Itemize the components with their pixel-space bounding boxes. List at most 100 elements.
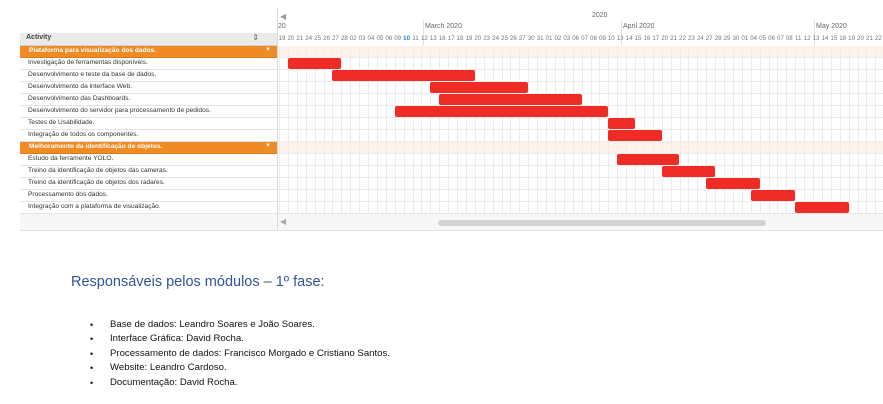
grid-column [457, 46, 458, 213]
day-label: 27 [518, 35, 526, 42]
task-bar[interactable] [706, 178, 760, 189]
activity-row[interactable]: Desenvolvimento e teste da base de dados… [20, 70, 277, 82]
task-bar[interactable] [394, 106, 609, 117]
responsibles-list: •Base de dados: Leandro Soares e João So… [90, 318, 390, 390]
grid-column [510, 46, 512, 213]
grid-column [412, 46, 414, 213]
list-item-text: Website: Leandro Cardoso. [110, 362, 227, 374]
activity-row[interactable]: Desenvolvimento das Dashboards. [20, 94, 277, 106]
timeline-row [278, 118, 883, 130]
day-label: 04 [367, 35, 375, 42]
grid-column [341, 46, 343, 213]
day-label: 21 [865, 35, 873, 42]
grid-column [501, 46, 503, 213]
day-label: 16 [643, 35, 651, 42]
day-label: 18 [456, 35, 464, 42]
activity-row[interactable]: Integração de todos os componentes. [20, 130, 277, 142]
day-label: 02 [349, 35, 357, 42]
day-label: 10 [403, 35, 411, 42]
day-label: 19 [465, 35, 473, 42]
task-bar[interactable] [439, 94, 582, 105]
activity-row[interactable]: Testes de Usabilidade. [20, 118, 277, 130]
chevron-down-icon[interactable]: ▼ [265, 47, 271, 53]
activity-label: Desenvolvimento das Dashboards. [28, 95, 131, 102]
grid-column [830, 46, 832, 213]
day-label: 25 [501, 35, 508, 42]
scroll-left-icon[interactable]: ◀ [280, 12, 287, 21]
day-label: 24 [696, 35, 704, 42]
grid-column [750, 46, 752, 213]
grid-column [430, 46, 432, 213]
grid-column [635, 46, 636, 213]
grid-column [421, 46, 423, 213]
activity-label: Integração com a plataforma de visualiza… [28, 203, 161, 210]
day-label: 17 [652, 35, 660, 42]
timeline-row [278, 82, 883, 94]
grid-column [332, 46, 334, 213]
grid-column [537, 46, 539, 213]
list-item: •Website: Leandro Cardoso. [90, 361, 390, 375]
day-label: 11 [794, 35, 802, 42]
task-bar[interactable] [617, 154, 680, 165]
task-bar[interactable] [430, 82, 529, 93]
task-bar[interactable] [795, 202, 849, 213]
activity-label: Plataforma para visualização dos dados. [29, 47, 157, 54]
activity-row[interactable]: Estudo da ferramente YOLO. [20, 154, 277, 166]
month-divider [621, 20, 622, 46]
activity-row[interactable]: Desenvolvimento da interface Web. [20, 82, 277, 94]
activity-header-label: Activity [26, 34, 52, 41]
timeline-row [278, 106, 883, 118]
scroll-left-arrow-icon[interactable]: ◀ [280, 217, 287, 226]
activity-label: Treino da identificação de objetos das c… [28, 167, 168, 174]
timeline-scrollbar[interactable]: ◀ [278, 213, 883, 230]
day-label: 06 [768, 35, 775, 42]
day-label: 23 [483, 35, 491, 42]
month-label: March 2020 [425, 23, 462, 30]
day-label: 13 [429, 35, 437, 42]
grid-column [715, 46, 717, 213]
activity-label: Estudo da ferramente YOLO. [28, 155, 114, 162]
day-label: 12 [420, 35, 428, 42]
grid-column [528, 46, 530, 213]
activity-label: Treino da identificação de objetos dos r… [28, 179, 165, 186]
partial-day-label: 20 [278, 23, 286, 30]
timeline-row [278, 94, 883, 106]
day-label: 20 [287, 35, 295, 42]
chevron-down-icon[interactable]: ▼ [265, 143, 271, 149]
task-bar[interactable] [750, 190, 796, 201]
task-bar[interactable] [287, 58, 342, 69]
grid-column [804, 46, 806, 213]
grid-column [599, 46, 601, 213]
activity-group-row[interactable]: Melhoramento da identificação de objetos… [20, 142, 277, 154]
activity-row[interactable]: Treino da identificação de objetos dos r… [20, 178, 277, 190]
list-item: •Processamento de dados: Francisco Morga… [90, 347, 390, 361]
day-label: 01 [741, 35, 749, 42]
timeline-row [278, 178, 883, 190]
activity-group-row[interactable]: Plataforma para visualização dos dados. ▼ [20, 46, 277, 58]
task-bar[interactable] [608, 118, 635, 129]
grid-column [706, 46, 708, 213]
grid-column [679, 46, 681, 213]
month-label: May 2020 [816, 23, 847, 30]
timeline-row [278, 46, 883, 58]
bullet: • [90, 320, 94, 330]
year-label: 2020 [592, 12, 608, 19]
day-label: 20 [661, 35, 669, 42]
activity-row[interactable]: Treino da identificação de objetos das c… [20, 166, 277, 178]
task-bar[interactable] [608, 130, 662, 141]
activity-header[interactable]: Activity ⇕ [20, 33, 277, 46]
grid-column [661, 46, 663, 213]
task-bar[interactable] [661, 166, 716, 177]
activity-row[interactable]: Processamento dos dados. [20, 190, 277, 202]
grid-column [777, 46, 779, 213]
scrollbar-thumb[interactable] [438, 220, 766, 226]
activity-label: Desenvolvimento e teste da base de dados… [28, 71, 157, 78]
activity-row[interactable]: Desenvolvimento do servidor para process… [20, 106, 277, 118]
timeline-row [278, 130, 883, 142]
activity-row[interactable]: Investigação de ferramentas disponíveis. [20, 58, 277, 70]
grid-column [359, 46, 361, 213]
day-label: 26 [509, 35, 517, 42]
task-bar[interactable] [332, 70, 475, 81]
sort-arrows-icon[interactable]: ⇕ [252, 33, 259, 42]
activity-scrollbar[interactable] [20, 213, 277, 230]
